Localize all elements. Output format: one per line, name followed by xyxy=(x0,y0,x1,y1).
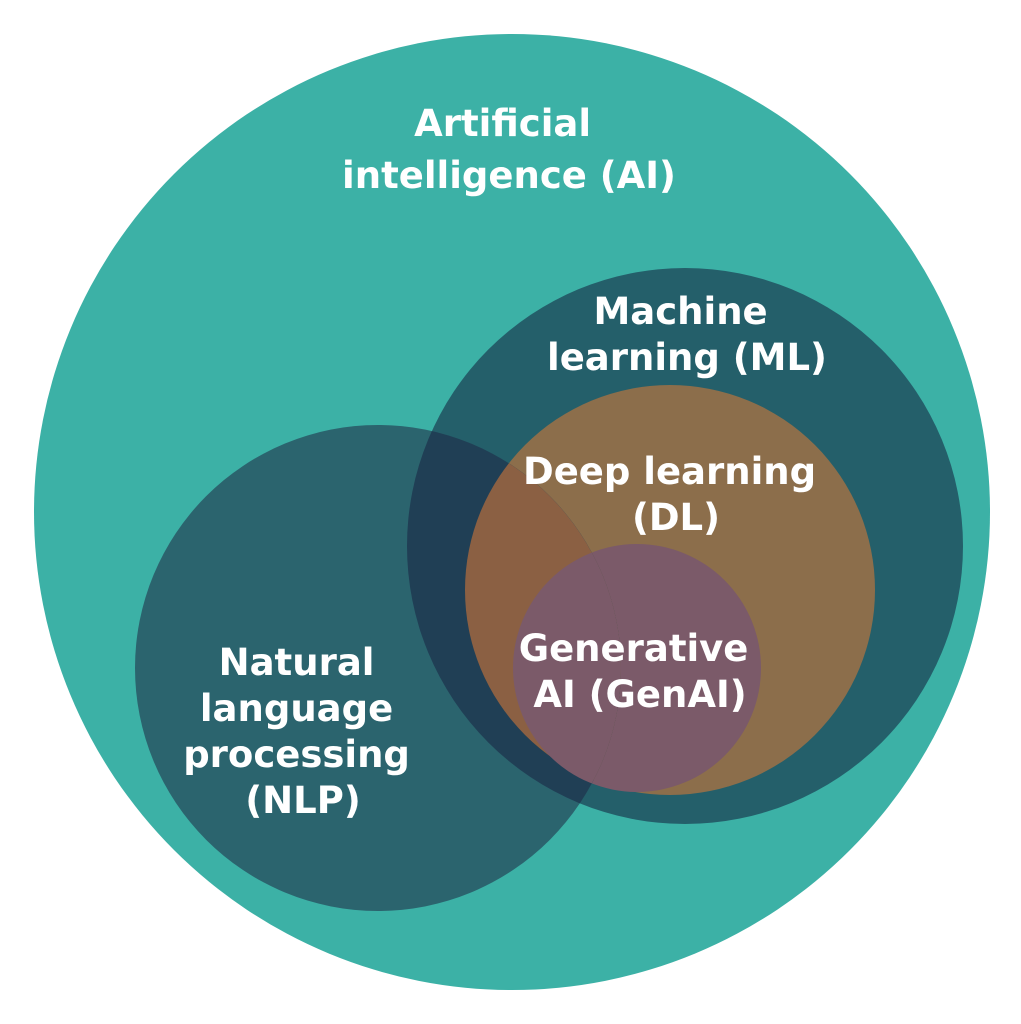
ai-label-line-2: intelligence (AI) xyxy=(342,154,676,197)
nlp-label: Natural language processing (NLP) xyxy=(183,641,423,822)
ai-label: Artificial intelligence (AI) xyxy=(342,102,676,197)
ml-label-line-2: learning (ML) xyxy=(547,336,827,379)
genai-label-line-1: Generative xyxy=(519,627,749,670)
nlp-label-line-4: (NLP) xyxy=(245,779,360,822)
dl-label: Deep learning (DL) xyxy=(523,450,829,539)
dl-label-line-1: Deep learning xyxy=(523,450,816,493)
genai-label-line-2: AI (GenAI) xyxy=(533,673,746,716)
nlp-genai-overlap xyxy=(513,544,621,792)
ml-label-line-1: Machine xyxy=(593,290,767,333)
ml-label: Machine learning (ML) xyxy=(547,290,827,379)
ai-label-line-1: Artificial xyxy=(414,102,591,145)
dl-label-line-2: (DL) xyxy=(632,496,720,539)
nlp-label-line-2: language xyxy=(200,687,393,730)
nlp-label-line-1: Natural xyxy=(219,641,375,684)
genai-label: Generative AI (GenAI) xyxy=(519,627,762,716)
nlp-label-line-3: processing xyxy=(183,733,410,776)
